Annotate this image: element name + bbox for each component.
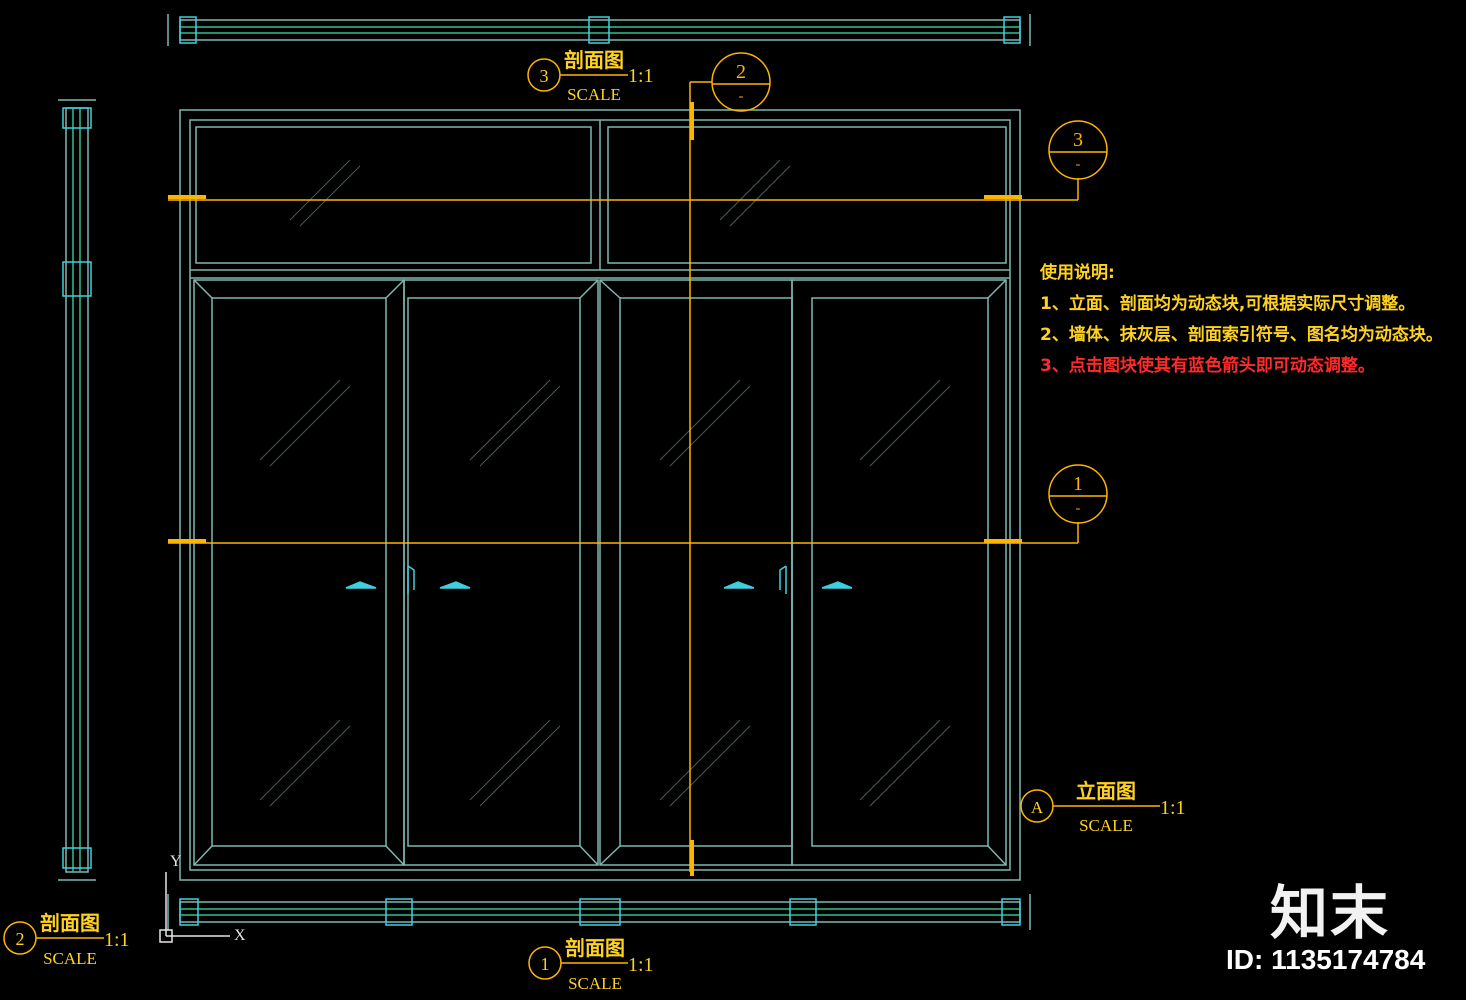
title-elevation-name: 立面图 — [1076, 779, 1136, 803]
top-section-profile — [167, 14, 1031, 46]
title-bottom-scale: 1:1 — [628, 954, 654, 976]
axis-x-label: X — [234, 927, 246, 944]
section-cut-lines — [168, 81, 1079, 872]
door-handles — [345, 565, 853, 594]
title-block-left[interactable]: 2 剖面图 SCALE 1:1 — [3, 911, 130, 968]
cut-markers — [168, 102, 1022, 876]
title-top-number: 3 — [540, 66, 549, 86]
note-item-1: 1、立面、剖面均为动态块,可根据实际尺寸调整。 — [1040, 294, 1416, 314]
title-left-name: 剖面图 — [40, 911, 100, 935]
title-top-scale: 1:1 — [628, 65, 654, 87]
brand-logo: 知末 — [1270, 879, 1391, 947]
title-bottom-name: 剖面图 — [565, 936, 625, 960]
title-bottom-number: 1 — [541, 954, 550, 974]
title-elevation-scale-label: SCALE — [1079, 816, 1133, 835]
notes-heading: 使用说明: — [1040, 263, 1115, 283]
title-top-scale-label: SCALE — [567, 85, 621, 104]
callout-upper[interactable]: 3 - — [1048, 120, 1108, 180]
ucs-axis-icon: Y X — [159, 853, 246, 944]
title-left-scale-label: SCALE — [43, 949, 97, 968]
callout-middle-sub: - — [1076, 501, 1081, 516]
title-left-scale: 1:1 — [104, 929, 130, 951]
callout-vertical[interactable]: 2 - — [711, 52, 771, 112]
callout-vertical-sub: - — [739, 89, 744, 104]
title-left-number: 2 — [16, 929, 25, 949]
brand-id: ID: 1135174784 — [1226, 944, 1426, 975]
title-elevation-scale: 1:1 — [1160, 797, 1186, 819]
usage-notes: 使用说明: 1、立面、剖面均为动态块,可根据实际尺寸调整。 2、墙体、抹灰层、剖… — [1040, 258, 1443, 382]
callout-middle-number: 1 — [1073, 473, 1083, 495]
title-bottom-scale-label: SCALE — [568, 974, 622, 993]
title-elevation-number: A — [1031, 798, 1044, 817]
glass-hatch — [259, 159, 951, 807]
window-elevation — [179, 109, 1021, 881]
callout-upper-number: 3 — [1073, 129, 1083, 151]
left-section-profile — [58, 99, 96, 881]
bottom-section-profile — [167, 894, 1031, 930]
title-block-bottom[interactable]: 1 剖面图 SCALE 1:1 — [528, 936, 654, 993]
note-item-2: 2、墙体、抹灰层、剖面索引符号、图名均为动态块。 — [1040, 325, 1443, 345]
title-block-top[interactable]: 3 剖面图 SCALE 1:1 — [527, 48, 654, 104]
note-item-3: 3、点击图块使其有蓝色箭头即可动态调整。 — [1040, 356, 1375, 376]
callout-middle[interactable]: 1 - — [1048, 464, 1108, 524]
title-block-elevation[interactable]: A 立面图 SCALE 1:1 — [1020, 779, 1186, 835]
callout-vertical-number: 2 — [736, 61, 746, 83]
callout-upper-sub: - — [1076, 157, 1081, 172]
title-top-name: 剖面图 — [564, 48, 624, 72]
axis-y-label: Y — [170, 853, 182, 870]
